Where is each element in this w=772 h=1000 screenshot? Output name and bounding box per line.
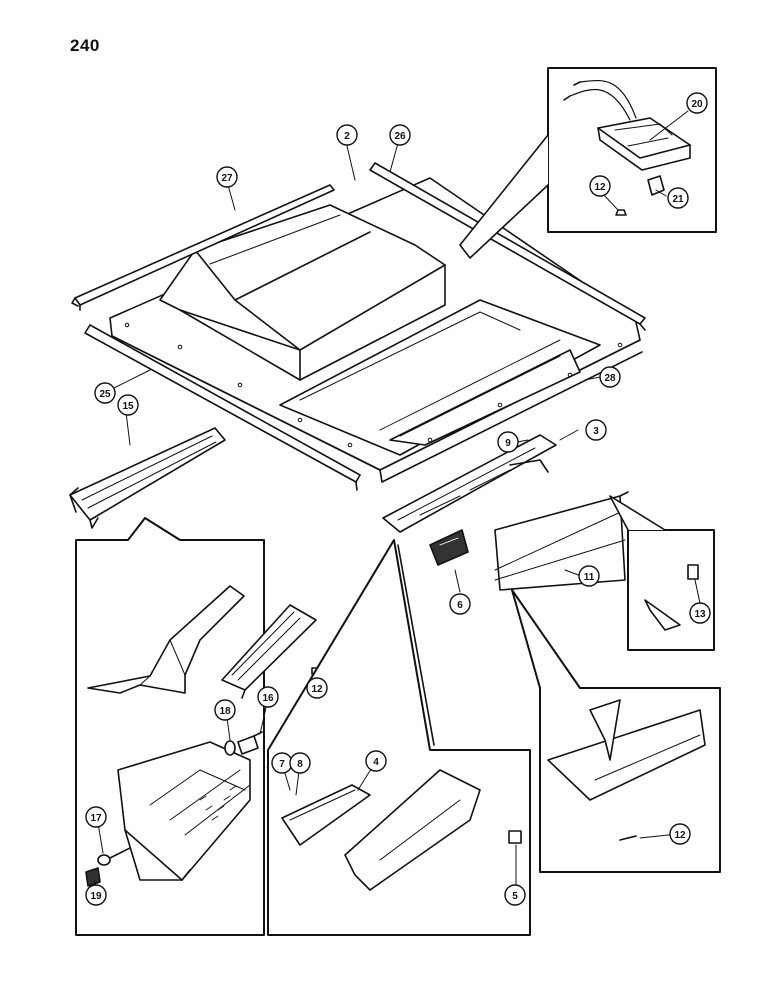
- callout-13: 13: [689, 602, 711, 624]
- callout-11: 11: [578, 565, 600, 587]
- callout-15: 15: [117, 394, 139, 416]
- svg-text:6: 6: [457, 600, 463, 611]
- svg-text:9: 9: [505, 438, 511, 449]
- svg-text:8: 8: [297, 759, 303, 770]
- callout-8: 8: [289, 752, 311, 774]
- callout-28: 28: [599, 366, 621, 388]
- callouts: 2 26 27 25 15 20 21 12 28 9 3 6 11 13 12…: [85, 92, 711, 906]
- switch-6: [429, 529, 469, 566]
- callout-19: 19: [85, 884, 107, 906]
- rail-11: [494, 491, 629, 591]
- svg-text:25: 25: [99, 389, 111, 400]
- svg-text:12: 12: [594, 182, 606, 193]
- svg-text:15: 15: [122, 401, 134, 412]
- strip-25: [84, 324, 361, 491]
- page-number: 240: [70, 36, 100, 55]
- svg-text:13: 13: [694, 609, 706, 620]
- callout-27: 27: [216, 166, 238, 188]
- roof-panel: [109, 177, 643, 483]
- svg-text:2: 2: [344, 131, 350, 142]
- callout-4: 4: [365, 750, 387, 772]
- strip-27: [71, 184, 335, 311]
- svg-text:16: 16: [262, 693, 274, 704]
- callout-12-right: 12: [669, 823, 691, 845]
- callout-2: 2: [336, 124, 358, 146]
- callout-25: 25: [94, 382, 116, 404]
- svg-text:12: 12: [674, 830, 686, 841]
- svg-text:11: 11: [584, 572, 595, 583]
- callout-9: 9: [497, 431, 519, 453]
- inset-bracket: [609, 495, 715, 651]
- inset-vent-detail: [75, 517, 325, 936]
- callout-21: 21: [667, 187, 689, 209]
- callout-16: 16: [257, 686, 279, 708]
- callout-5: 5: [504, 884, 526, 906]
- callout-12-top: 12: [589, 175, 611, 197]
- callout-26: 26: [389, 124, 411, 146]
- svg-text:20: 20: [691, 99, 703, 110]
- svg-text:12: 12: [311, 684, 323, 695]
- svg-text:27: 27: [221, 173, 233, 184]
- svg-text:7: 7: [279, 759, 285, 770]
- callout-3: 3: [585, 419, 607, 441]
- svg-text:18: 18: [219, 706, 231, 717]
- callout-17: 17: [85, 806, 107, 828]
- svg-text:3: 3: [593, 426, 599, 437]
- svg-text:21: 21: [672, 194, 684, 205]
- callout-20: 20: [686, 92, 708, 114]
- svg-text:17: 17: [90, 813, 102, 824]
- inset-panel-detail: [267, 539, 531, 936]
- callout-12-left: 12: [306, 677, 328, 699]
- svg-text:28: 28: [604, 373, 616, 384]
- callout-18: 18: [214, 699, 236, 721]
- svg-text:4: 4: [373, 757, 379, 768]
- callout-7: 7: [271, 752, 293, 774]
- inset-top-right: [459, 67, 717, 259]
- svg-text:19: 19: [90, 891, 102, 902]
- inset-duct: [511, 589, 721, 873]
- svg-text:5: 5: [512, 891, 518, 902]
- callout-6: 6: [449, 593, 471, 615]
- panel-3: [382, 434, 557, 533]
- strip-26: [369, 162, 646, 331]
- svg-text:26: 26: [394, 131, 406, 142]
- vent-assembly-15: [69, 427, 226, 529]
